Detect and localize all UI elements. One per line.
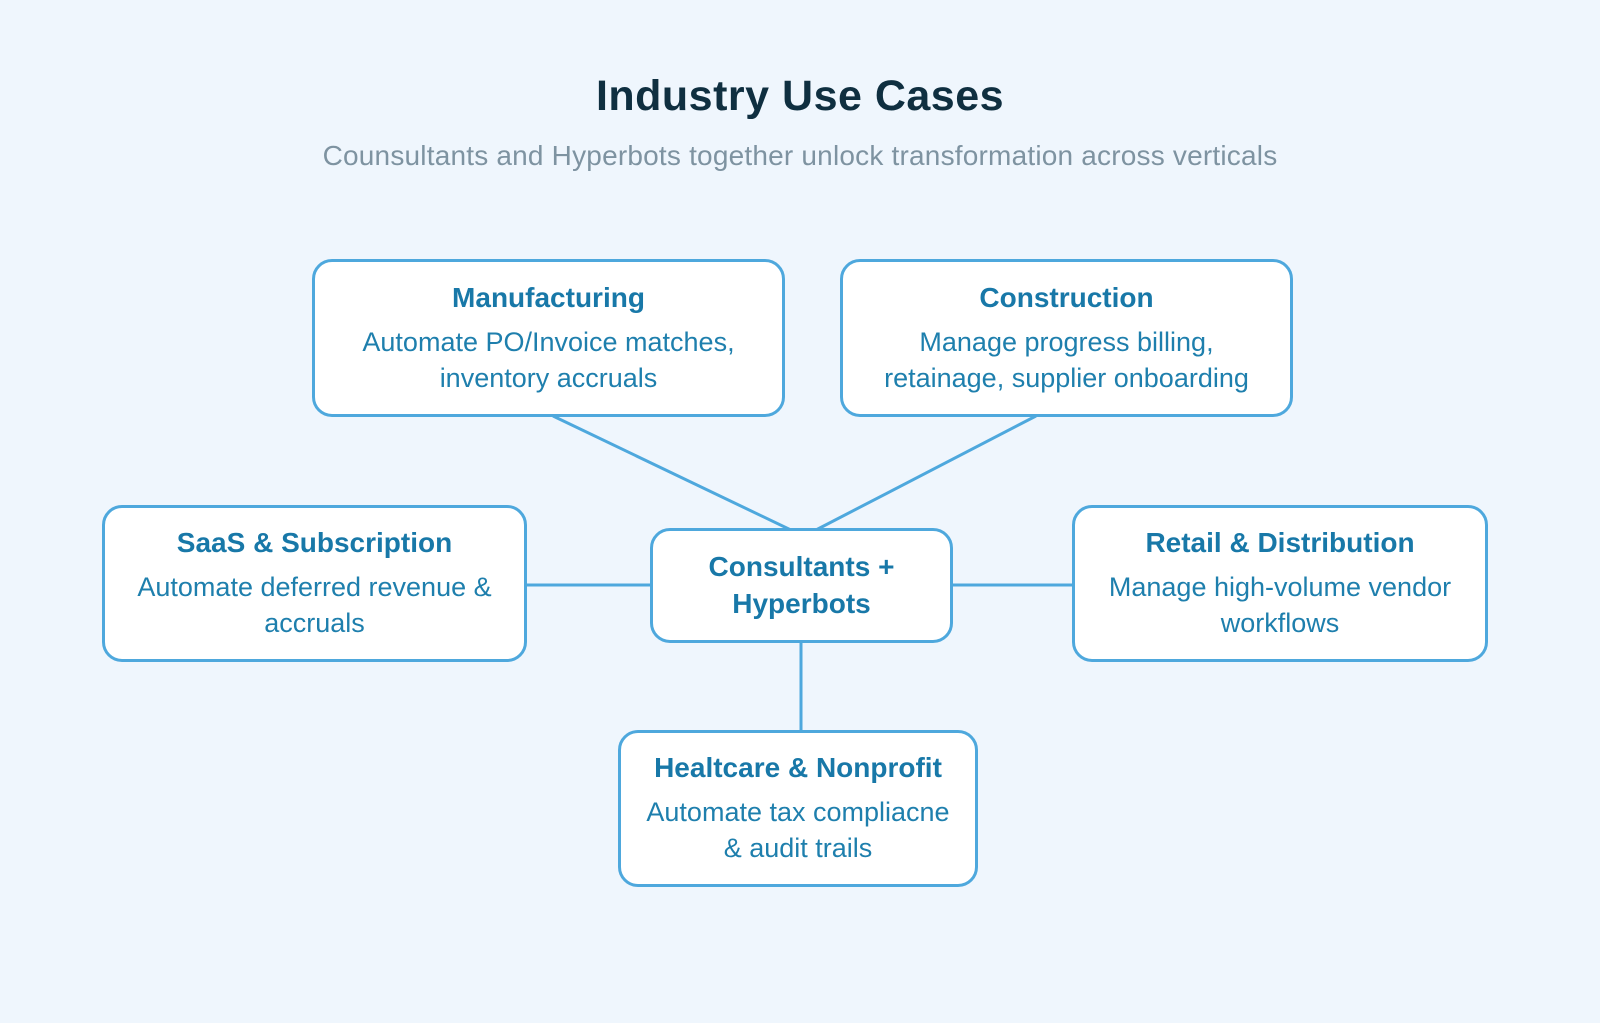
node-description: Automate deferred revenue & accruals [137, 572, 492, 638]
connector-manufacturing-center [552, 414, 794, 533]
node-description: Manage high-volume vendor workflows [1108, 572, 1452, 638]
page-title: Industry Use Cases [595, 72, 1005, 120]
node-title: Consultants + Hyperbots [708, 551, 895, 619]
node-manufacturing: Manufacturing Automate PO/Invoice matche… [312, 259, 785, 417]
node-construction: Construction Manage progress billing, re… [840, 259, 1293, 417]
node-title: Construction [979, 281, 1154, 313]
node-healthcare-nonprofit: Healtcare & Nonprofit Automate tax compl… [618, 730, 978, 887]
node-title: SaaS & Subscription [176, 527, 453, 559]
connector-construction-center [813, 414, 1037, 533]
node-title: Manufacturing [452, 281, 645, 313]
node-saas-subscription: SaaS & Subscription Automate deferred re… [102, 505, 527, 662]
node-description: Automate PO/Invoice matches, inventory a… [362, 326, 735, 393]
node-title: Healtcare & Nonprofit [654, 752, 942, 784]
node-description: Automate tax compliacne & audit trails [646, 797, 950, 863]
node-consultants-hyperbots: Consultants + Hyperbots [650, 528, 953, 643]
node-title: Retail & Distribution [1145, 527, 1415, 559]
page-subtitle: Counsultants and Hyperbots together unlo… [322, 140, 1278, 171]
node-retail-distribution: Retail & Distribution Manage high-volume… [1072, 505, 1488, 662]
node-description: Manage progress billing, retainage, supp… [884, 326, 1249, 393]
